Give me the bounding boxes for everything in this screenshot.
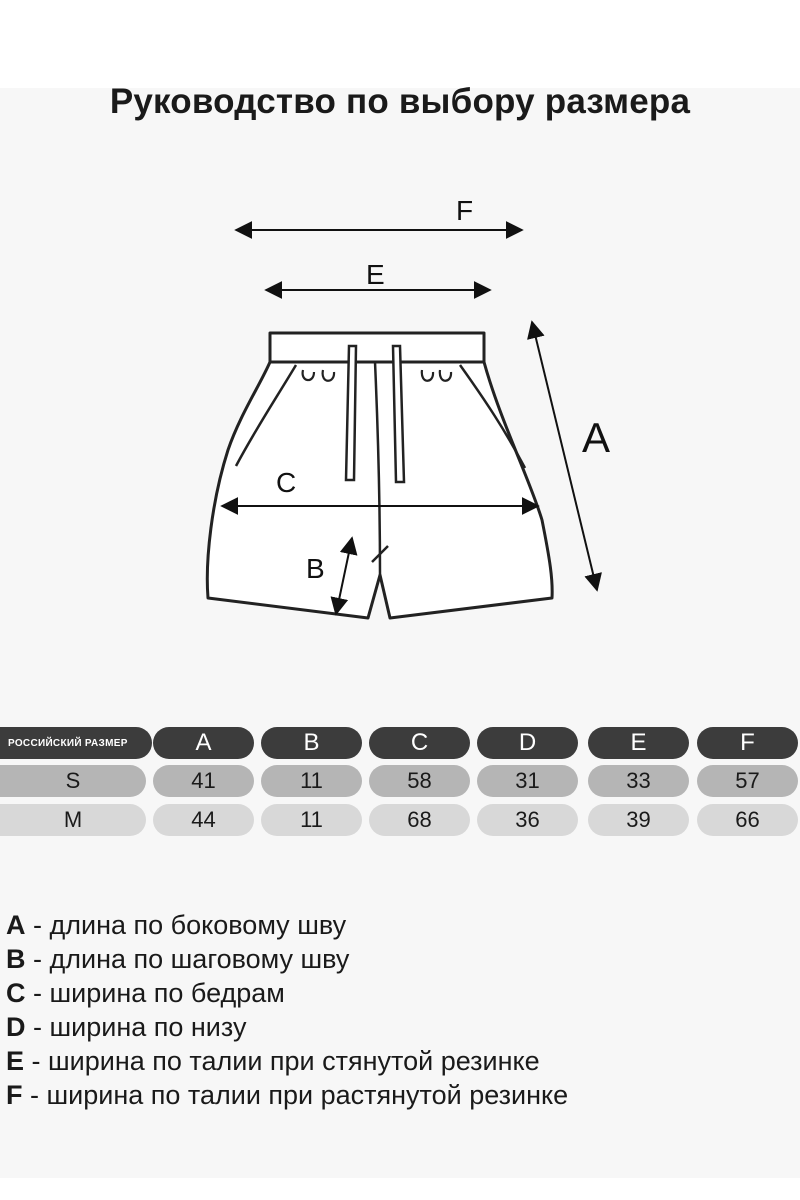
waistband xyxy=(268,331,486,364)
shorts-diagram: F E A C B xyxy=(205,195,610,620)
legend-text: - длина по боковому шву xyxy=(25,910,347,940)
arrow-a xyxy=(527,320,602,592)
size-m-a: 44 xyxy=(153,804,254,836)
legend-item-f: F - ширина по талии при растянутой резин… xyxy=(6,1078,786,1112)
legend-item-c: C - ширина по бедрам xyxy=(6,976,786,1010)
label-b: B xyxy=(306,553,325,584)
drawstrings xyxy=(344,344,406,484)
size-row-label-s: S xyxy=(0,765,146,797)
size-s-c: 58 xyxy=(369,765,470,797)
size-header-label: РОССИЙСКИЙ РАЗМЕР xyxy=(0,727,152,759)
legend-item-a: A - длина по боковому шву xyxy=(6,908,786,942)
legend-item-b: B - длина по шаговому шву xyxy=(6,942,786,976)
legend-text: - ширина по бедрам xyxy=(25,978,285,1008)
fly-detail xyxy=(371,545,389,563)
legend-text: - ширина по талии при стянутой резинке xyxy=(24,1046,540,1076)
arrow-b xyxy=(330,536,358,616)
size-col-b: B xyxy=(261,727,362,759)
size-m-c: 68 xyxy=(369,804,470,836)
legend-text: - длина по шаговому шву xyxy=(25,944,350,974)
size-s-e: 33 xyxy=(588,765,689,797)
size-row-label-m: M xyxy=(0,804,146,836)
size-m-e: 39 xyxy=(588,804,689,836)
size-s-b: 11 xyxy=(261,765,362,797)
background-band xyxy=(0,88,800,1178)
size-m-f: 66 xyxy=(697,804,798,836)
center-seam xyxy=(373,361,382,576)
size-col-a: A xyxy=(153,727,254,759)
size-col-f: F xyxy=(697,727,798,759)
size-m-b: 11 xyxy=(261,804,362,836)
label-f: F xyxy=(456,195,473,226)
legend-item-e: E - ширина по талии при стянутой резинке xyxy=(6,1044,786,1078)
legend-letter: E xyxy=(6,1046,25,1076)
legend-letter: A xyxy=(6,910,26,940)
measurement-legend: A - длина по боковому шву B - длина по ш… xyxy=(6,908,786,1112)
label-c: C xyxy=(276,467,296,498)
size-table: РОССИЙСКИЙ РАЗМЕР A B C D E F S 41 11 58… xyxy=(0,727,800,839)
legend-text: - ширина по низу xyxy=(25,1012,247,1042)
legend-letter: B xyxy=(6,944,26,974)
legend-item-d: D - ширина по низу xyxy=(6,1010,786,1044)
pocket-lines xyxy=(234,364,527,469)
legend-letter: F xyxy=(6,1080,23,1110)
size-col-c: C xyxy=(369,727,470,759)
size-s-a: 41 xyxy=(153,765,254,797)
label-e: E xyxy=(366,259,385,290)
legend-text: - ширина по талии при растянутой резинке xyxy=(22,1080,569,1110)
size-col-e: E xyxy=(588,727,689,759)
legend-letter: C xyxy=(6,978,26,1008)
size-m-d: 36 xyxy=(477,804,578,836)
waist-hooks xyxy=(301,369,453,382)
size-s-d: 31 xyxy=(477,765,578,797)
label-a: A xyxy=(582,414,610,461)
size-s-f: 57 xyxy=(697,765,798,797)
legend-letter: D xyxy=(6,1012,26,1042)
size-col-d: D xyxy=(477,727,578,759)
page-title: Руководство по выбору размера xyxy=(109,82,691,121)
